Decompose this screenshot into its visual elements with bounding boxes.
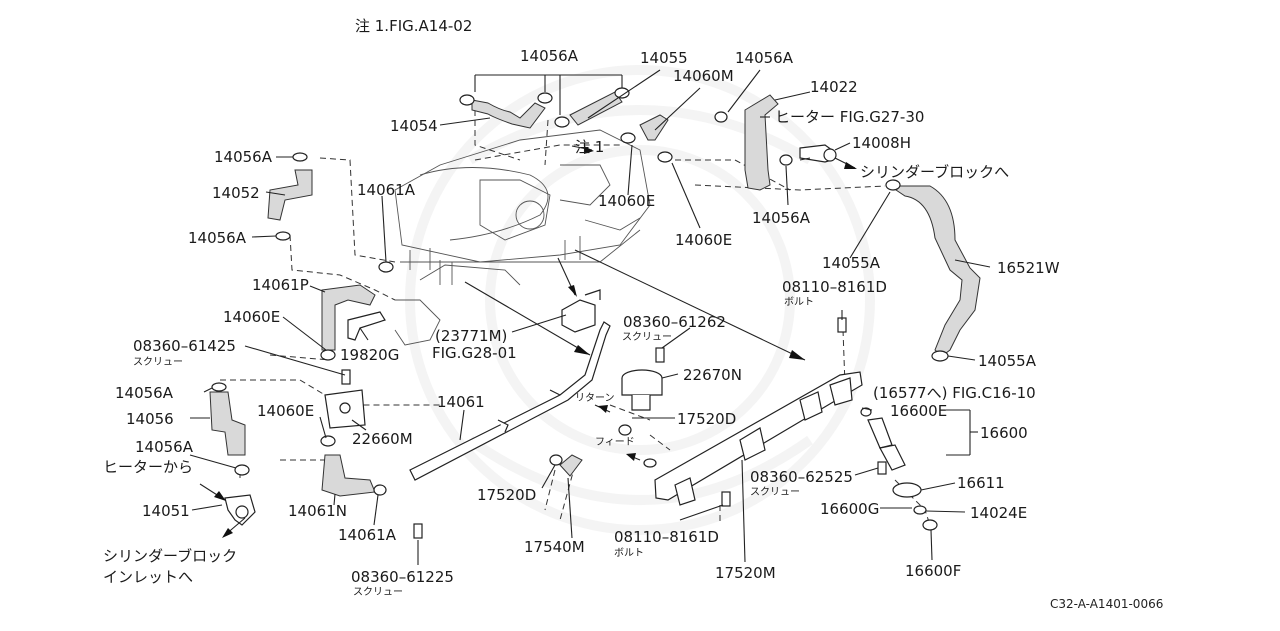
label-17520M: 17520M [715,564,776,582]
hose-14022 [744,94,779,191]
label-22660M: 22660M [352,430,413,448]
label-bolt-kana: ボルト [614,547,644,559]
reference-arrows [199,145,857,538]
hose-14054 [471,99,546,129]
label-14060E: 14060E [598,192,655,210]
hose-14055 [569,91,623,126]
label-14061P: 14061P [252,276,309,294]
label-14056A: 14056A [115,384,174,402]
label-14022: 14022 [810,78,858,96]
fuel-pipe-14061 [409,321,611,481]
label-14052: 14052 [212,184,260,202]
hose-14060M [639,114,669,141]
label-14061: 14061 [437,393,485,411]
hose-16521W [888,185,981,357]
label-bolt-08110: 08110–8161D [782,278,887,296]
leader-lines [189,69,991,565]
label-14060M: 14060M [673,67,734,85]
label-heater-from: ヒーターから [103,458,193,476]
header-note: 注 1.FIG.A14-02 [355,17,472,35]
label-16600: 16600 [980,424,1028,442]
label-fig-g28: FIG.G28-01 [432,344,517,362]
label-14056A: 14056A [752,209,811,227]
label-screw-kana: スクリュー [133,356,183,368]
label-14056A: 14056A [135,438,194,456]
label-14056: 14056 [126,410,174,428]
label-bolt-kana: ボルト [784,296,814,308]
label-screw-kana: スクリュー [622,331,672,343]
label-14060E: 14060E [675,231,732,249]
label-14060E: 14060E [257,402,314,420]
label-14055: 14055 [640,49,688,67]
label-14054: 14054 [390,117,438,135]
label-14056A: 14056A [188,229,247,247]
label-17540M: 17540M [524,538,585,556]
part-labels: 注 1.FIG.A14-02 注 1 14056A 14055 14056A 1… [103,17,1163,611]
label-17520D: 17520D [677,410,736,428]
label-14056A: 14056A [214,148,273,166]
label-14055A: 14055A [978,352,1037,370]
label-16600F: 16600F [905,562,961,580]
label-14056A: 14056A [735,49,794,67]
label-14024E: 14024E [970,504,1027,522]
footer-code: C32-A-A1401-0066 [1050,597,1163,611]
intake-manifold-outline [394,129,651,346]
label-14056A: 14056A [520,47,579,65]
label-14061A: 14061A [338,526,397,544]
label-16521W: 16521W [997,259,1060,277]
parts [224,144,938,539]
label-23771M: (23771M) [435,327,507,345]
note-marker: 注 1 [575,138,604,156]
label-16600G: 16600G [820,500,879,518]
hose-17540M [559,454,583,477]
label-screw-08360-61425: 08360–61425 [133,337,236,355]
label-fig-c16: (16577へ) FIG.C16-10 [873,384,1036,402]
label-cylinder-block: シリンダーブロックへ [860,163,1009,181]
label-14061A: 14061A [357,181,416,199]
label-14008H: 14008H [852,134,911,152]
label-14055A: 14055A [822,254,881,272]
label-16600E: 16600E [890,402,947,420]
label-14060E: 14060E [223,308,280,326]
dashed-guides [220,100,931,526]
fuel-rail-17520M [654,371,863,506]
hoses [209,91,981,497]
hose-14056 [209,391,246,456]
label-cyl-inlet: シリンダーブロック [103,547,237,565]
label-17520D: 17520D [477,486,536,504]
label-bolt-08110: 08110–8161D [614,528,719,546]
label-heater-fig: ヒーター FIG.G27-30 [775,108,924,126]
label-return: リターン [575,392,615,404]
label-screw-08360-61225: 08360–61225 [351,568,454,586]
hose-14052 [267,169,313,221]
label-16611: 16611 [957,474,1005,492]
hose-14061N [321,454,376,497]
label-14061N: 14061N [288,502,347,520]
label-screw-08360-62525: 08360–62525 [750,468,853,486]
label-screw-kana: スクリュー [353,586,403,598]
label-feed: フィード [595,437,635,448]
clamps [211,87,949,496]
label-screw-kana: スクリュー [750,486,800,498]
label-19820G: 19820G [340,346,399,364]
label-22670N: 22670N [683,366,742,384]
label-14051: 14051 [142,502,190,520]
label-screw-08360-61262: 08360–61262 [623,313,726,331]
label-cyl-inlet: インレットへ [103,568,193,586]
